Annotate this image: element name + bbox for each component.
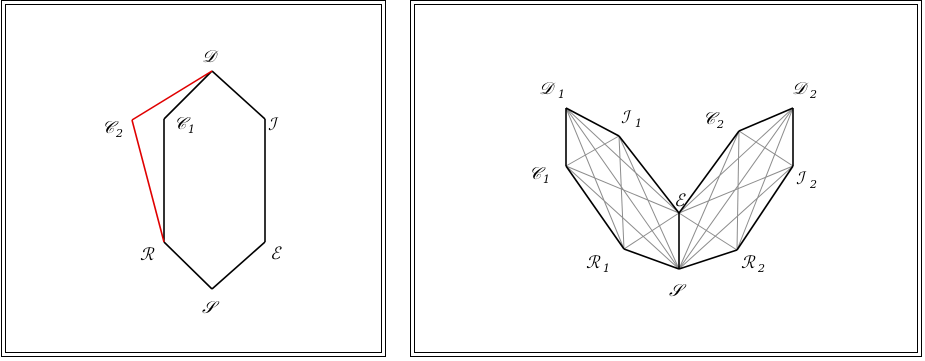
diagonal <box>736 107 794 251</box>
label-c1-subscript: 1 <box>188 123 195 136</box>
edge-d-c1 <box>163 70 213 120</box>
edge-r2-s <box>678 249 738 270</box>
diagonal <box>623 212 680 250</box>
edge-e-c2 <box>678 130 740 214</box>
label-c2-subscript: 2 <box>115 127 123 140</box>
right-unfolded-diagram: 𝒟 1 ℐ 1 𝒞 1 ℰ ℛ 1 𝒮 𝒞 2 𝒟 2 ℐ 2 ℛ 2 <box>529 79 817 301</box>
diagonal <box>678 107 794 214</box>
diagonal <box>678 130 740 270</box>
left-hexagon-diagram: 𝒟 𝒞 1 𝒞 2 ℐ ℛ ℰ 𝒮 <box>102 47 282 318</box>
edge-r-s <box>163 241 213 290</box>
label-d1-subscript: 1 <box>558 88 565 101</box>
diagonal <box>736 130 740 251</box>
label-e: ℰ <box>674 191 686 211</box>
label-e: ℰ <box>270 244 282 264</box>
outer-edges <box>565 107 794 270</box>
diagonal <box>565 107 680 270</box>
diagonal <box>565 165 680 270</box>
edge-i1-e <box>618 135 680 214</box>
label-s: 𝒮 <box>669 281 687 301</box>
left-figure-inner-frame <box>5 4 382 353</box>
diagonal <box>678 165 794 214</box>
label-c2-subscript: 2 <box>716 118 724 131</box>
label-r2: ℛ <box>741 253 756 273</box>
right-wing-diagonals <box>678 107 794 270</box>
diagonal <box>565 135 620 167</box>
label-r2-subscript: 2 <box>757 262 765 275</box>
left-wing-diagonals <box>565 107 680 270</box>
right-figure-inner-frame <box>414 4 918 353</box>
diagonal <box>678 107 794 270</box>
label-i1-subscript: 1 <box>635 117 642 130</box>
edge-s-e <box>211 241 266 290</box>
diagonal <box>618 135 625 250</box>
label-d2: 𝒟 <box>792 79 809 99</box>
edge-r1-s <box>623 248 680 270</box>
label-d: 𝒟 <box>202 47 219 67</box>
label-i2: ℐ <box>796 169 807 189</box>
label-r1: ℛ <box>586 253 601 273</box>
diagonal <box>565 107 680 214</box>
right-figure-panel: 𝒟 1 ℐ 1 𝒞 1 ℰ ℛ 1 𝒮 𝒞 2 𝒟 2 ℐ 2 ℛ 2 <box>410 0 922 357</box>
edge-d1-i1 <box>565 107 620 137</box>
label-r1-subscript: 1 <box>603 262 610 275</box>
red-edges <box>131 70 213 243</box>
edge-c1-r1 <box>565 165 625 250</box>
diagonal <box>678 165 794 270</box>
left-figure-panel: 𝒟 𝒞 1 𝒞 2 ℐ ℛ ℰ 𝒮 <box>1 0 386 357</box>
label-i2-subscript: 2 <box>809 178 817 191</box>
label-d2-subscript: 2 <box>809 88 817 101</box>
label-c1-subscript: 1 <box>543 173 550 186</box>
diagonal <box>565 165 680 214</box>
edge-c2-r <box>131 119 165 243</box>
diagonal <box>678 212 738 251</box>
edge-i2-r2 <box>736 165 794 251</box>
edge-c2-d2 <box>738 107 794 132</box>
label-r: ℛ <box>140 245 155 265</box>
label-i1: ℐ <box>621 108 632 128</box>
edge-d-c2 <box>131 70 213 121</box>
label-i: ℐ <box>268 115 279 135</box>
label-s: 𝒮 <box>202 298 220 318</box>
edge-i-d <box>211 70 266 120</box>
label-d1: 𝒟 <box>539 79 556 99</box>
diagonal <box>618 135 680 270</box>
diagonal <box>738 130 794 167</box>
hexagon-edges <box>163 70 266 290</box>
